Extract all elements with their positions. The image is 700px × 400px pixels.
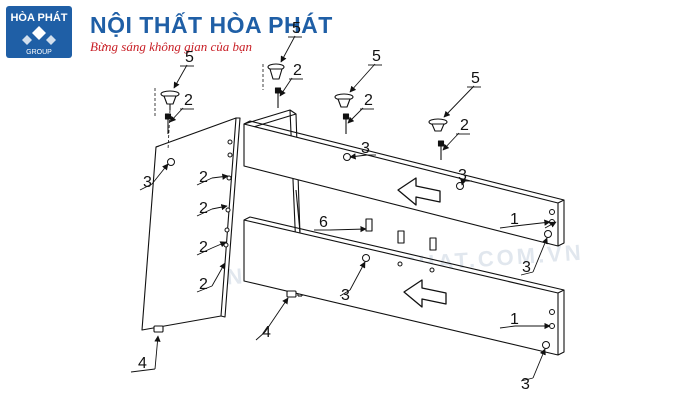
callout-3: 3: [143, 174, 152, 191]
callout-5: 5: [372, 48, 381, 65]
leveling-foot-icon: [160, 90, 180, 110]
callout-3: 3: [361, 140, 370, 157]
direction-arrow-icon: [403, 279, 447, 308]
callout-2: 2: [184, 92, 193, 109]
bolt-icon: [274, 87, 282, 108]
dowel-pin-icon: [429, 237, 437, 251]
callout-5: 5: [471, 70, 480, 87]
callout-2: 2: [199, 200, 208, 217]
lower-rail-panel: [243, 216, 565, 356]
callout-5: 5: [292, 20, 301, 37]
callout-2: 2: [460, 117, 469, 134]
bolt-icon: [342, 113, 350, 134]
leg-foot-icon: [286, 290, 297, 298]
callout-3: 3: [521, 376, 530, 393]
callout-1: 1: [510, 211, 519, 228]
brand-title: NỘI THẤT HÒA PHÁT: [90, 12, 333, 38]
callout-5: 5: [185, 49, 194, 66]
callout-3: 3: [341, 287, 350, 304]
left-side-panel: [141, 117, 241, 331]
callout-2: 2: [199, 276, 208, 293]
badge-line1: HÒA PHÁT: [10, 11, 67, 24]
leveling-foot-icon: [428, 118, 448, 132]
leg-foot-icon: [153, 325, 164, 333]
diamond-mark-icon: [22, 26, 56, 45]
badge-line2: GROUP: [26, 49, 52, 56]
bolt-icon: [437, 140, 445, 160]
brand-slogan: Bừng sáng không gian của bạn: [90, 39, 252, 54]
callout-6: 6: [319, 214, 328, 231]
callout-2: 2: [199, 239, 208, 256]
callout-3: 3: [458, 167, 467, 184]
callout-3: 3: [522, 259, 531, 276]
dowel-pin-icon: [397, 230, 405, 244]
callout-4: 4: [138, 355, 147, 372]
callout-4: 4: [262, 324, 271, 341]
callout-1: 1: [510, 311, 519, 328]
leveling-foot-icon: [267, 63, 285, 80]
upper-rail-panel: [243, 120, 565, 247]
callout-2: 2: [199, 169, 208, 186]
direction-arrow-icon: [397, 177, 441, 206]
leveling-foot-icon: [334, 93, 354, 108]
hoa-phat-logo-badge: HÒA PHÁT GROUP: [6, 6, 72, 58]
callout-2: 2: [293, 62, 302, 79]
callout-2: 2: [364, 92, 373, 109]
dowel-pin-icon: [365, 218, 373, 232]
